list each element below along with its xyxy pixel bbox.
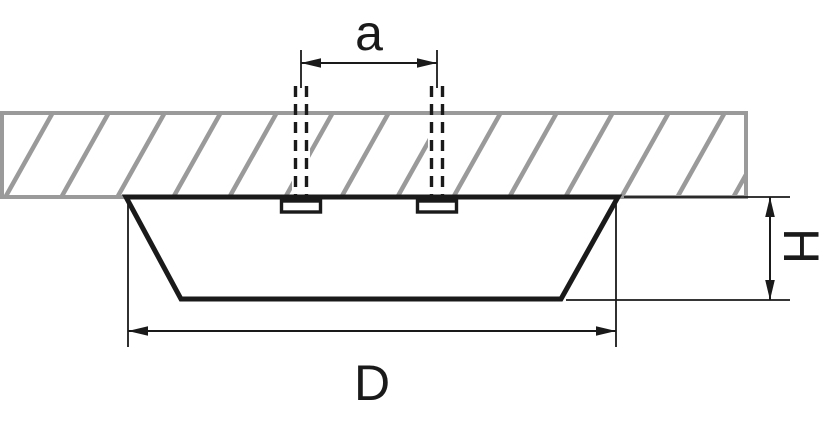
label-a: a <box>355 5 383 61</box>
arrowhead-right <box>596 326 616 336</box>
ceiling-slab <box>0 111 748 199</box>
dimension-H: H <box>566 196 828 301</box>
arrowhead-left <box>301 58 321 68</box>
ceiling-hatching <box>4 115 744 195</box>
mounting-screws <box>293 86 445 198</box>
fixture-body <box>121 194 623 302</box>
label-D: D <box>354 355 390 411</box>
arrowhead-right <box>417 58 437 68</box>
dimension-a: a <box>300 5 438 88</box>
arrowhead-top <box>765 197 775 217</box>
fixture-outline <box>121 194 623 302</box>
dimension-D: D <box>127 202 617 411</box>
arrowhead-left <box>128 326 148 336</box>
label-H: H <box>773 228 828 264</box>
ceiling <box>0 111 748 199</box>
arrowhead-bottom <box>765 280 775 300</box>
fixture-clip-right <box>415 199 459 214</box>
fixture-clip-left <box>279 199 323 214</box>
